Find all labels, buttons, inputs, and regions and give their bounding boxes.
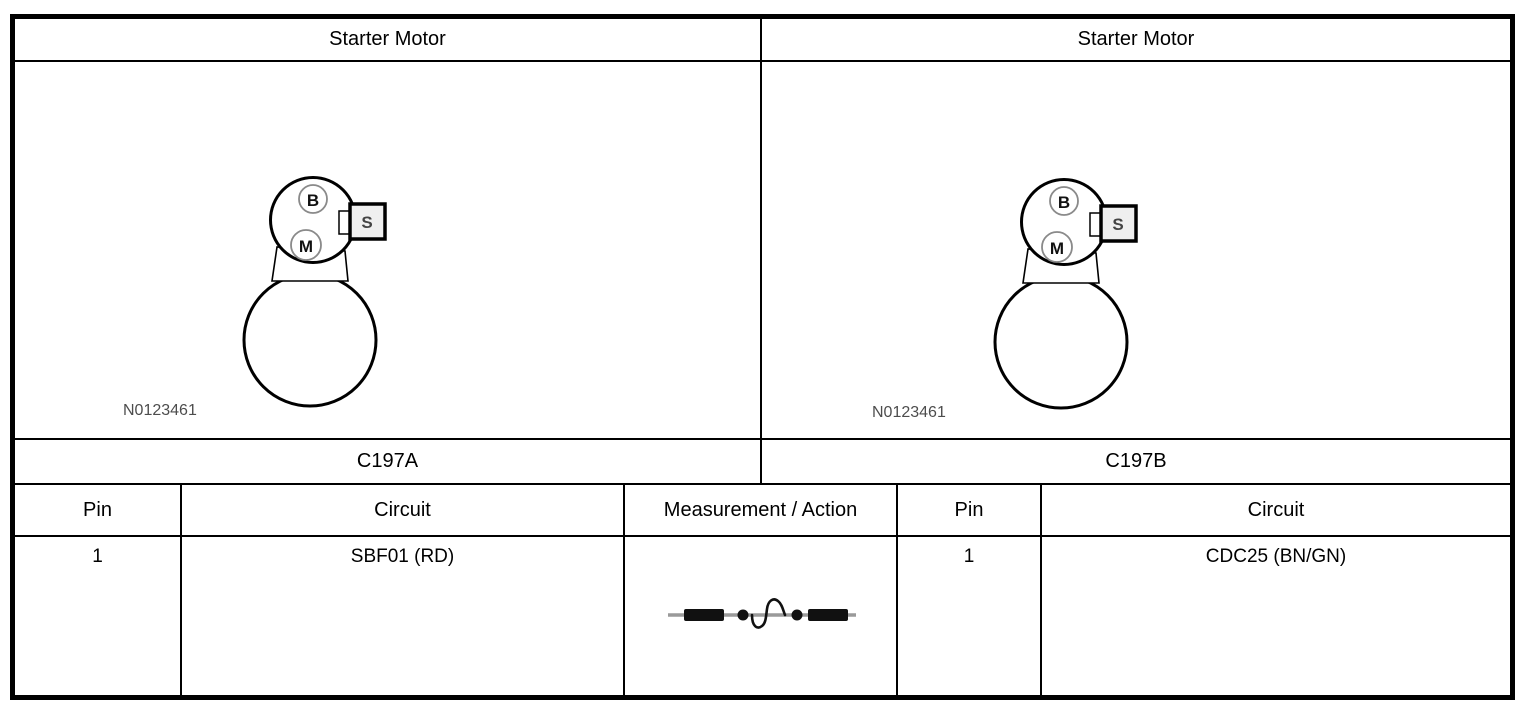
header-pin-right: Pin — [898, 485, 1042, 537]
pin-value-left: 1 — [92, 546, 103, 567]
header-circuit-right-label: Circuit — [1247, 498, 1305, 521]
pinout-sheet: Starter Motor Starter Motor S — [10, 14, 1515, 700]
pin-cell-left: 1 — [15, 537, 182, 695]
figure-code-left: N0123461 — [123, 402, 197, 419]
circuit-value-right: CDC25 (BN/GN) — [1205, 546, 1347, 567]
terminal-s-label: S — [361, 213, 372, 232]
header-measurement-label: Measurement / Action — [663, 498, 858, 521]
header-pin-right-label: Pin — [954, 498, 984, 521]
connector-id-cell-right: C197B — [762, 440, 1510, 485]
title-cell-right: Starter Motor — [762, 19, 1510, 62]
starter-motor-diagram-left: S B M N0123461 — [123, 176, 387, 419]
title-cell-left: Starter Motor — [15, 19, 762, 62]
header-circuit-left-label: Circuit — [374, 498, 431, 521]
wire-connector-left — [684, 609, 724, 621]
connector-title-left: Starter Motor — [329, 28, 446, 50]
terminal-b-label: B — [1058, 193, 1070, 212]
starter-motor-diagram-right: S B M N0123461 — [872, 178, 1138, 421]
diagram-cell-left: S B M N0123461 — [15, 62, 762, 440]
terminal-m-label: M — [299, 237, 313, 256]
diagram-cell-right: S B M N0123461 — [762, 62, 1510, 440]
connector-id-cell-left: C197A — [15, 440, 762, 485]
header-measurement: Measurement / Action — [625, 485, 898, 537]
figure-code-right: N0123461 — [872, 404, 946, 421]
header-circuit-right: Circuit — [1042, 485, 1510, 537]
circuit-value-left: SBF01 (RD) — [350, 546, 455, 567]
wire-squiggle — [750, 598, 787, 629]
connector-id-right: C197B — [1105, 450, 1167, 472]
terminal-m-ring — [1041, 231, 1073, 263]
pin-cell-right: 1 — [898, 537, 1042, 695]
pin-value-right: 1 — [963, 546, 975, 567]
wire-splice-dot-right — [791, 609, 803, 621]
connector-id-left: C197A — [356, 450, 419, 472]
header-circuit-left: Circuit — [182, 485, 625, 537]
s-terminal-box — [348, 202, 387, 241]
header-pin-left: Pin — [15, 485, 182, 537]
circuit-cell-left: SBF01 (RD) — [182, 537, 625, 695]
s-terminal-box — [1099, 204, 1138, 243]
header-pin-left-label: Pin — [83, 498, 112, 521]
measurement-cell — [625, 537, 898, 695]
terminal-s-label: S — [1112, 215, 1123, 234]
terminal-b-ring — [1049, 186, 1079, 216]
wire-connector-right — [808, 609, 848, 621]
top-section: Starter Motor Starter Motor S — [15, 19, 1510, 485]
connector-title-right: Starter Motor — [1077, 28, 1195, 50]
motor-body-circle — [242, 272, 378, 408]
terminal-m-ring — [290, 229, 322, 261]
wire-splice-dot-left — [737, 609, 749, 621]
wire-continuity-squiggle-icon — [668, 598, 856, 629]
motor-body-circle — [993, 274, 1129, 410]
circuit-cell-right: CDC25 (BN/GN) — [1042, 537, 1510, 695]
terminal-b-label: B — [307, 191, 319, 210]
pin-table: Pin Circuit Measurement / Action Pin Cir… — [15, 485, 1510, 695]
terminal-b-ring — [298, 184, 328, 214]
terminal-m-label: M — [1050, 239, 1064, 258]
